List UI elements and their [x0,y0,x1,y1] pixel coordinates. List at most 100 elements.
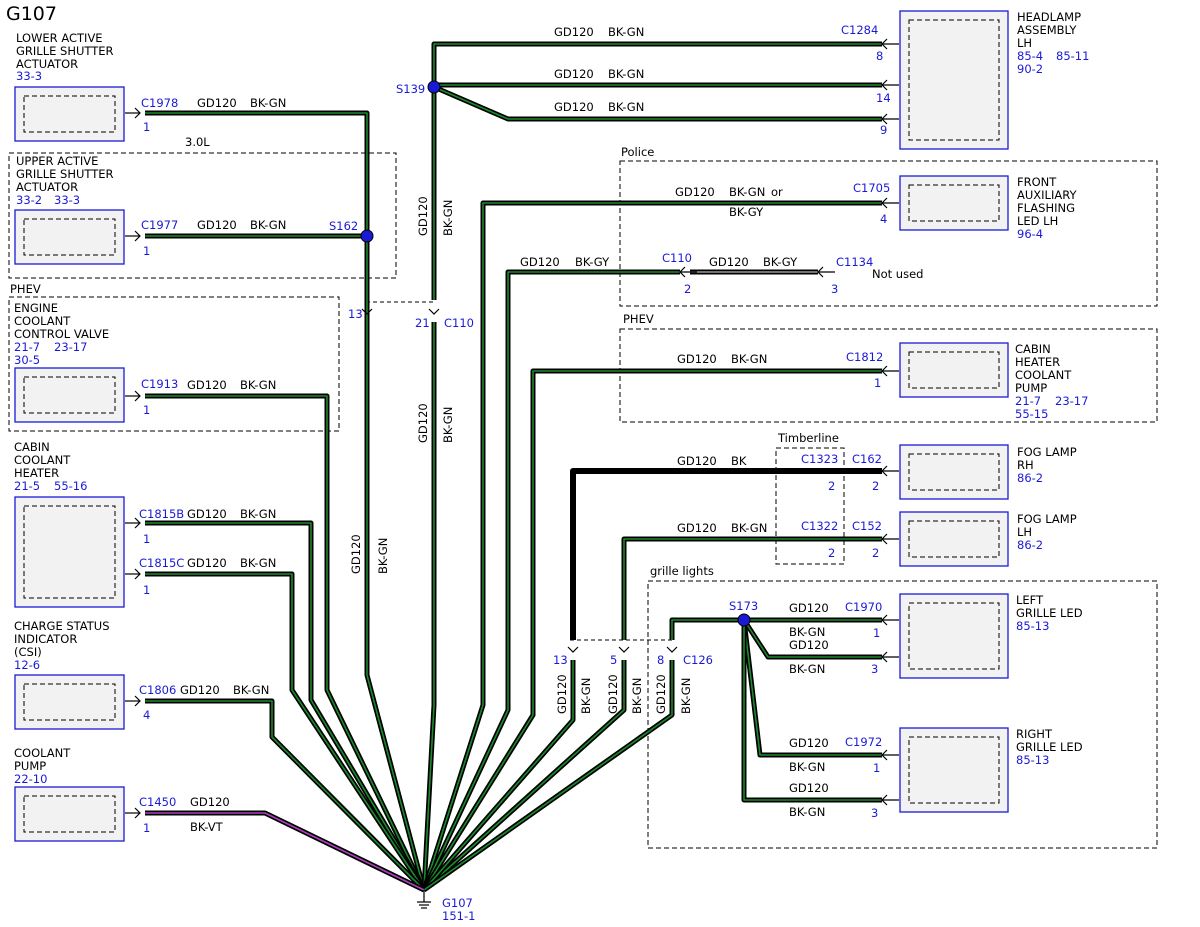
arrow-right-6 [881,533,899,545]
coolant-pump-connector: C1450 [139,795,176,809]
right-led-color-1: BK-GN [789,760,825,774]
arrow-right-7 [881,614,899,626]
aux-led-name-3: FLASHING [1017,201,1075,215]
c110-side-color: BK-GY [575,255,610,269]
arrow-down-3 [618,646,630,653]
coolant-pump-wire: GD120 [190,795,230,809]
heater-pump-name-1: CABIN [1015,342,1051,356]
fog-lh-inline: C1322 [801,519,838,533]
splice-s139 [427,80,441,94]
arrow-right-3 [881,197,899,209]
aux-led-wire: GD120 [675,185,715,199]
arrow-down-4 [666,646,678,653]
engine-valve-ref-1: 21-7 [14,340,40,354]
arrow-right-9 [881,749,899,761]
component-cabin-coolant-heater [14,496,125,608]
wire-c126-13 [422,660,576,892]
wire-right-led-1 [741,619,882,758]
lower-shutter-pin: 1 [143,120,150,134]
trunk-s139-wire: GD120 [416,196,430,236]
engine-valve-wire: GD120 [187,378,227,392]
trunk-c126-8-color: BK-GN [679,678,693,714]
heater-pump-name-3: COOLANT [1015,368,1072,382]
fog-lh-name-2: LH [1017,525,1032,539]
arrow-right-10 [881,794,899,806]
headlamp-name-3: LH [1017,36,1032,50]
wire-aux-led [421,200,882,891]
c110-pin-21: 21 [415,316,430,330]
fog-rh-inline-pin: 2 [828,479,835,493]
cabin-heater-ref-2: 55-16 [54,479,87,493]
engine-valve-connector: C1913 [141,377,178,391]
left-led-pin-3: 3 [871,662,878,676]
headlamp-ref-2: 85-11 [1056,49,1089,63]
headlamp-pin-8: 8 [876,49,883,63]
splice-label-s173: S173 [729,599,758,613]
splice-s162 [360,229,374,243]
upper-shutter-connector: C1977 [141,218,178,232]
fog-rh-pin: 2 [872,479,879,493]
trunk-c126-5-color: BK-GN [630,678,644,714]
component-front-aux-flashing-led [899,175,1009,231]
left-led-color-1: BK-GN [789,625,825,639]
wire-s173-up [669,617,744,640]
aux-led-pin: 4 [880,212,887,226]
upper-shutter-wire: GD120 [197,218,237,232]
engine-valve-name-3: CONTROL VALVE [14,327,109,341]
zone-phev-right [619,328,1158,423]
headlamp-name-2: ASSEMBLY [1017,23,1077,37]
zone-timberline [775,447,845,565]
headlamp-ref-3: 90-2 [1017,62,1043,76]
zone-3.0L [8,152,397,279]
wire-engine-valve [145,393,427,892]
headlamp-wire-1: GD120 [554,25,594,39]
fog-lh-ref: 86-2 [1017,538,1043,552]
csi-name-3: (CSI) [14,645,42,659]
coolant-pump-color: BK-VT [190,820,224,834]
cabin-heater-connector-b: C1815B [139,507,184,521]
zone-label-phev-left: PHEV [10,282,41,296]
zone-label-engine: 3.0L [185,135,210,149]
engine-valve-color: BK-GN [240,378,276,392]
heater-pump-ref-3: 55-15 [1015,407,1048,421]
arrow-c110-side [679,266,697,278]
heater-pump-ref-1: 21-7 [1015,394,1041,408]
trunk-c126-13-color: BK-GN [579,678,593,714]
upper-shutter-color: BK-GN [250,218,286,232]
engine-valve-ref-3: 30-5 [14,353,40,367]
fog-rh-name-1: FOG LAMP [1017,445,1077,459]
arrow-c1134 [817,266,835,278]
right-led-connector: C1972 [845,735,882,749]
csi-color: BK-GN [233,683,269,697]
arrow-right-8 [881,651,899,663]
left-led-name-2: GRILLE LED [1016,606,1083,620]
headlamp-pin-14: 14 [876,91,891,105]
csi-name-1: CHARGE STATUS [14,619,110,633]
fog-rh-ref: 86-2 [1017,471,1043,485]
wire-cabin-heater-c [145,571,427,892]
c110-side-wire: GD120 [520,255,560,269]
right-led-pin-1: 1 [873,761,880,775]
trunk-c126-8-wire: GD120 [654,674,668,714]
csi-pin: 4 [143,708,150,722]
right-led-name-2: GRILLE LED [1016,740,1083,754]
upper-shutter-name-1: UPPER ACTIVE [16,154,98,168]
splice-s173 [737,613,751,627]
upper-shutter-name-2: GRILLE SHUTTER [16,167,114,181]
engine-valve-name-1: ENGINE [14,301,58,315]
headlamp-color-3: BK-GN [608,100,644,114]
cabin-heater-name-3: HEATER [14,466,59,480]
heater-pump-name-2: HEATER [1015,355,1060,369]
arrow-right-4 [881,365,899,377]
trunk-c110-color: BK-GN [441,407,455,443]
wire-c110-side [421,269,680,892]
csi-ref: 12-6 [14,658,40,672]
c126-pin-13: 13 [553,653,568,667]
c1134-color: BK-GY [763,255,798,269]
arrow-left-0 [125,107,141,119]
csi-name-2: INDICATOR [14,632,77,646]
zone-label-grille: grille lights [650,564,714,578]
zone-label-police: Police [621,145,654,159]
c1134-not-used: Not used [872,267,923,281]
heater-pump-name-4: PUMP [1015,381,1047,395]
